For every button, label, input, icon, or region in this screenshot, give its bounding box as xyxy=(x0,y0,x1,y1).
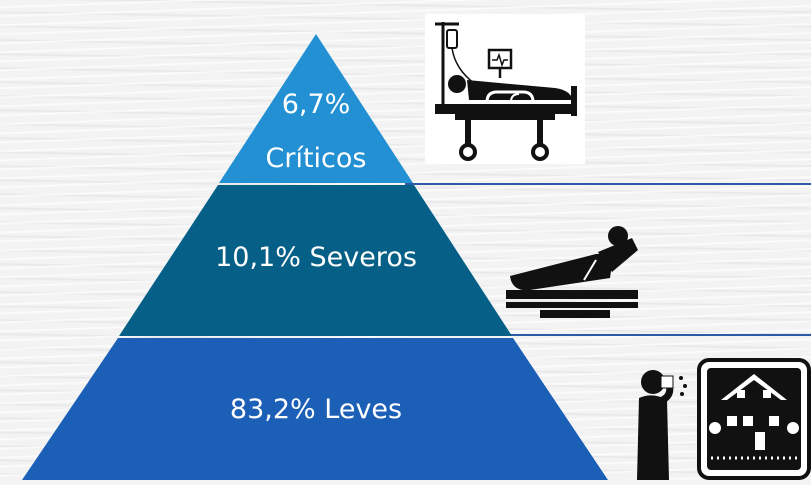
hospital-bed-icon xyxy=(425,14,585,164)
tier-mild-text: 83,2% Leves xyxy=(176,394,456,425)
tier-severe-label: Severos xyxy=(309,242,417,273)
tier-mild-percent: 83,2% xyxy=(229,394,316,425)
tier-severe xyxy=(119,185,512,336)
tier-mild-label: Leves xyxy=(324,394,403,425)
reclined-patient-icon xyxy=(500,220,650,320)
tier-mild xyxy=(22,338,608,480)
tier-critical-percent: 6,7% xyxy=(281,89,351,120)
house-icon xyxy=(697,358,811,480)
tier-severe-text: 10,1% Severos xyxy=(176,242,456,273)
sick-person-icon xyxy=(627,362,693,480)
tier-critical-label: Críticos xyxy=(265,143,367,174)
tier-critical xyxy=(219,34,413,183)
tier-severe-percent: 10,1% xyxy=(215,242,301,273)
